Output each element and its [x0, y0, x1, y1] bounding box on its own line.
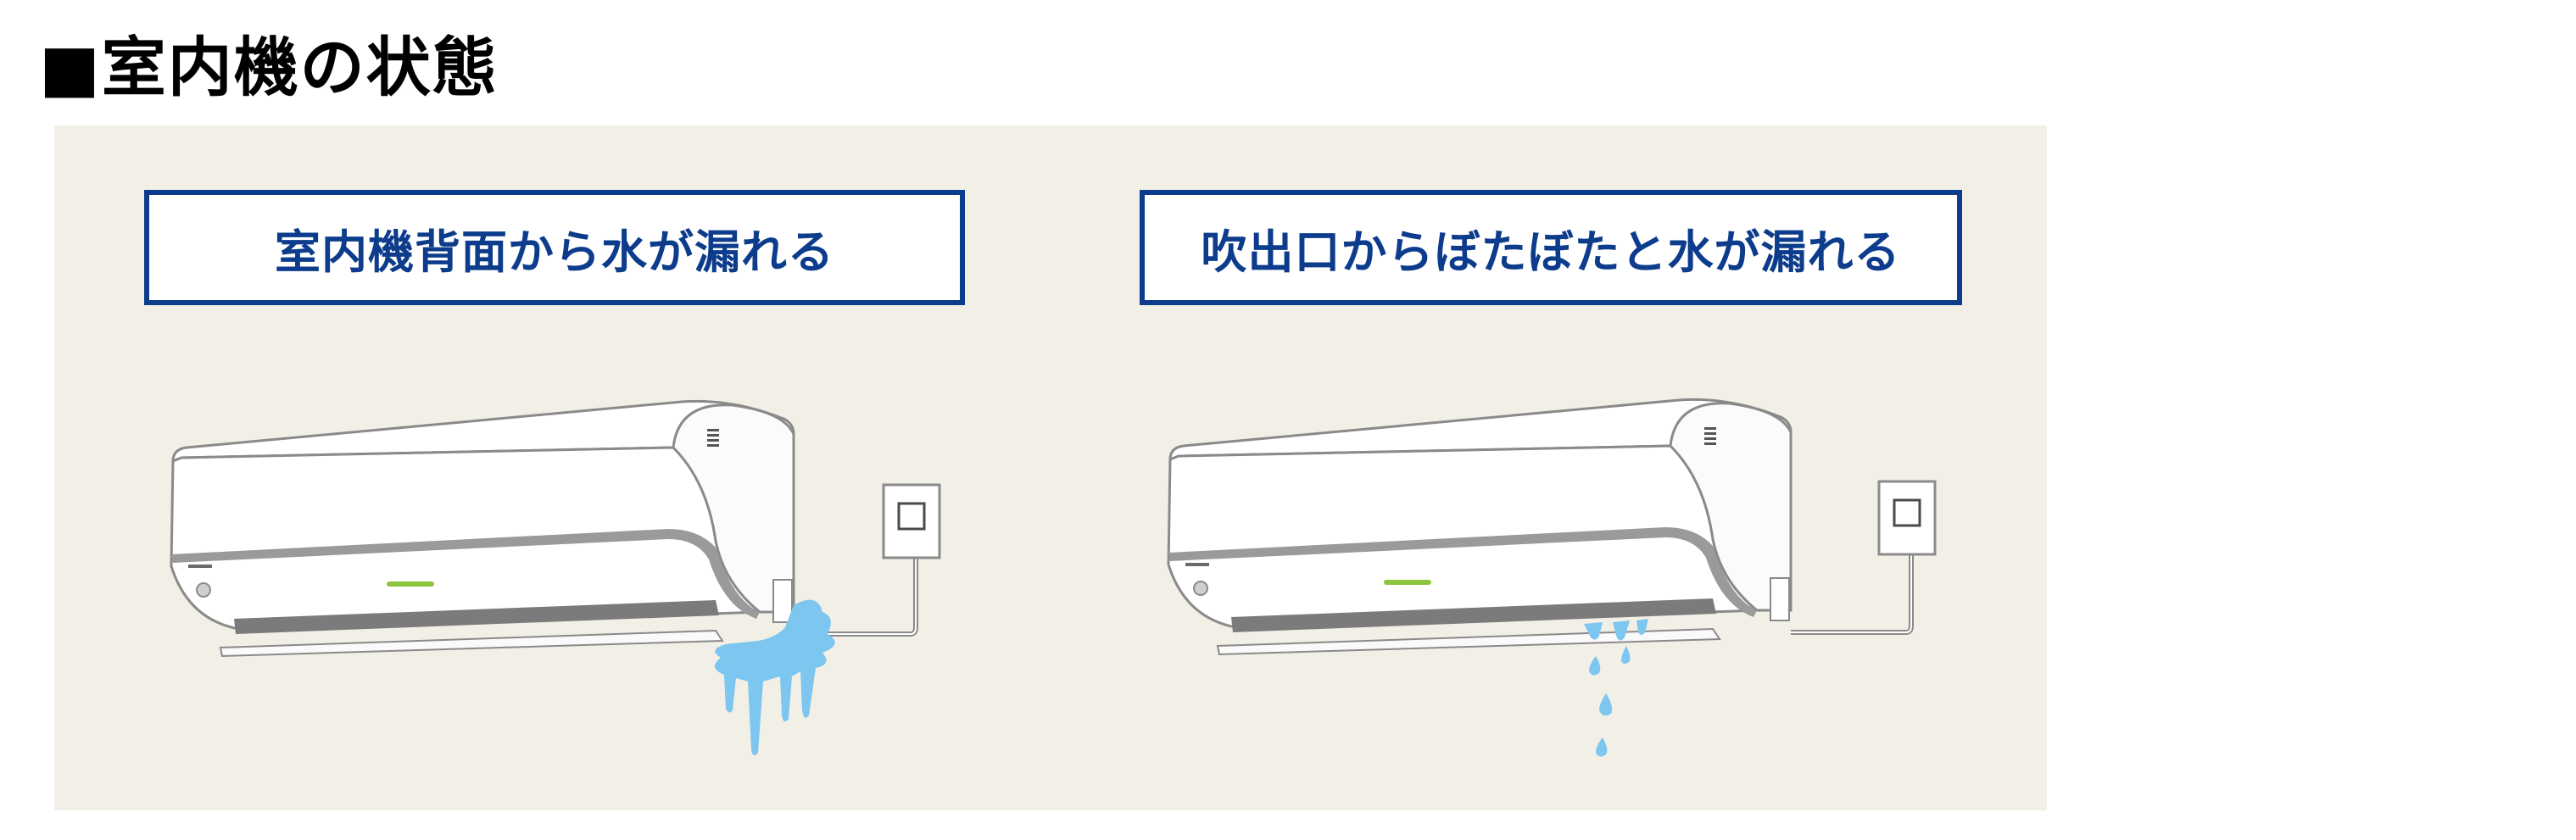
- caption-outlet-drip-label: 吹出口からぼたぼたと水が漏れる: [1201, 225, 1901, 279]
- caption-back-leak: 室内機背面から水が漏れる: [144, 190, 965, 305]
- air-conditioner-icon: [1167, 398, 1793, 656]
- water-leak-icon: [714, 599, 835, 756]
- caption-back-leak-label: 室内機背面から水が漏れる: [275, 225, 834, 279]
- caption-outlet-drip: 吹出口からぼたぼたと水が漏れる: [1140, 190, 1962, 305]
- wall-outlet-icon: [882, 483, 941, 559]
- page-title: ■室内機の状態: [39, 30, 499, 105]
- water-drops-icon: [1584, 619, 1648, 757]
- wall-outlet-icon: [1877, 480, 1937, 556]
- air-conditioner-icon: [170, 399, 795, 658]
- illustration-panel: 室内機背面から水が漏れる 吹出口からぼたぼたと水が漏れる: [54, 125, 2047, 810]
- illustration-scene: [170, 398, 1937, 757]
